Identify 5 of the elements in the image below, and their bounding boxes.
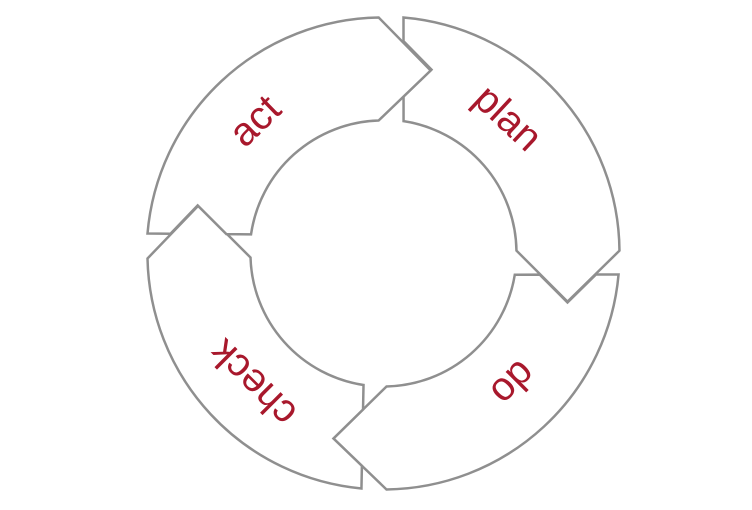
step-label: act [222,88,288,154]
curved-arrow-segment [146,16,432,236]
step-label: plan [467,78,550,159]
step-label: do [483,353,543,413]
curved-arrow-segment [402,16,620,304]
